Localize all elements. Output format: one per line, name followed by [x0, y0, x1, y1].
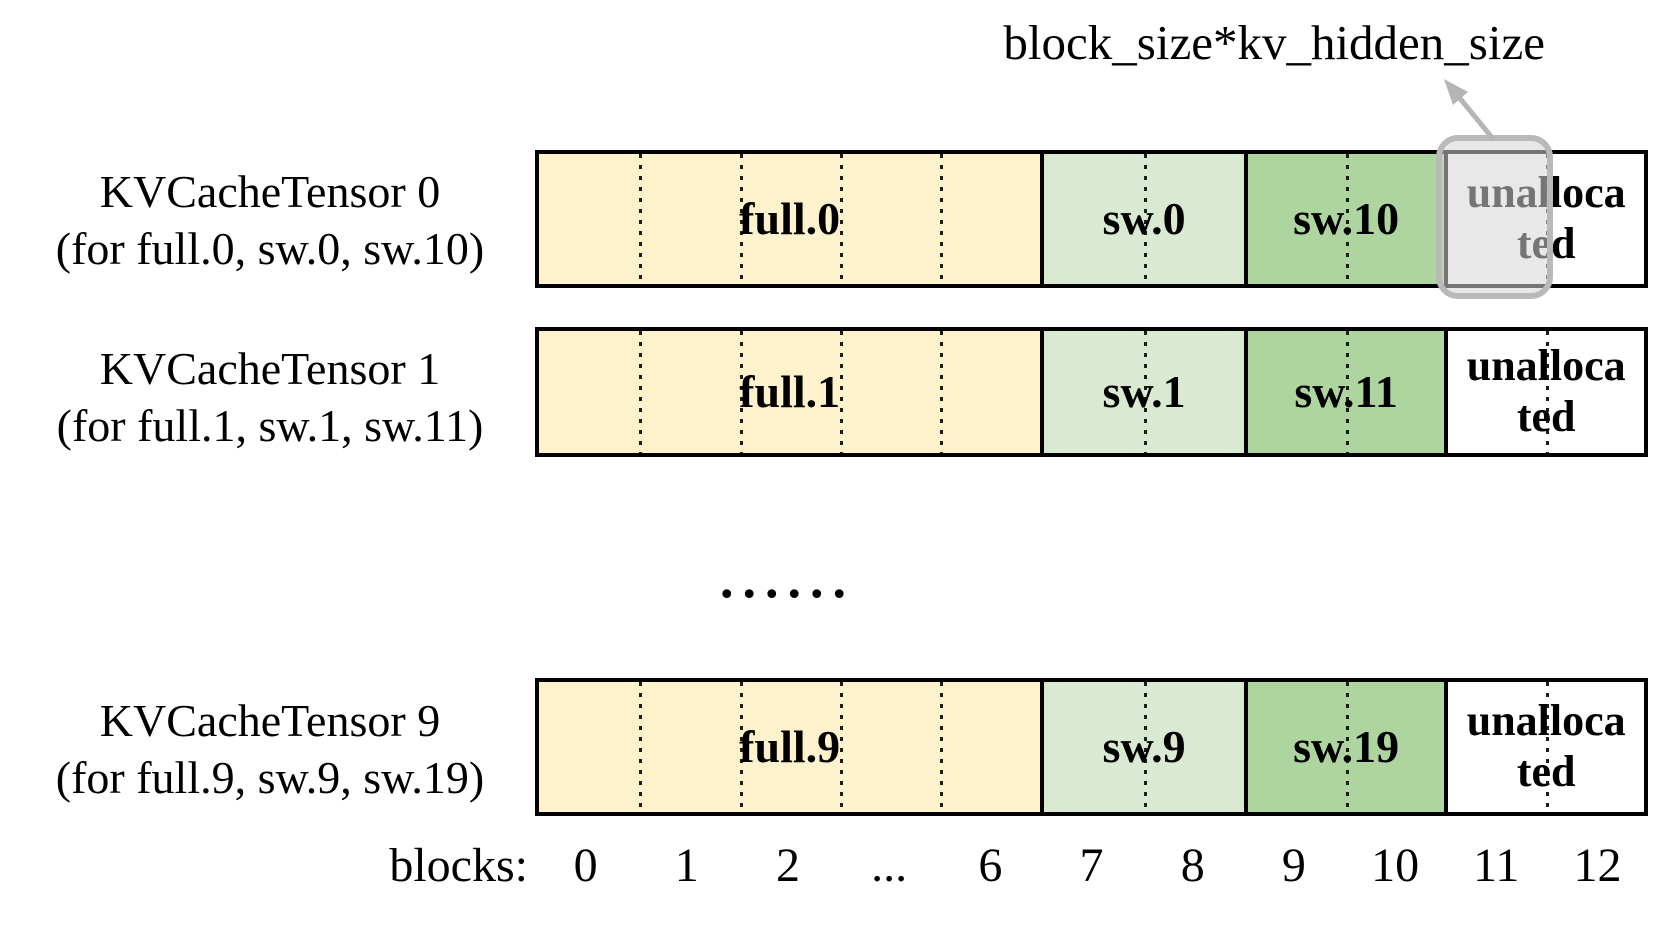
- block-cell: [539, 154, 639, 284]
- block-cell: [739, 331, 840, 453]
- block-cell: [839, 682, 941, 812]
- kv-cache-bar-1: full.1 sw.1 sw.11 unalloca ted: [535, 327, 1648, 457]
- tensor-1-subtitle: (for full.1, sw.1, sw.11): [56, 400, 484, 451]
- block-index-label: 7: [1079, 839, 1104, 892]
- block-cell: [639, 331, 740, 453]
- tensor-9-title: KVCacheTensor 9: [99, 695, 441, 746]
- section-unallocated-1: unalloca ted: [1444, 331, 1644, 453]
- block-cell: [639, 682, 740, 812]
- block-cell: [1248, 331, 1346, 453]
- block-cell: [739, 154, 840, 284]
- block-cell: [1044, 682, 1144, 812]
- kv-cache-bar-9: full.9 sw.9 sw.19 unalloca ted: [535, 678, 1648, 816]
- block-index-label: 1: [674, 839, 699, 892]
- section-full-1: full.1: [539, 331, 1041, 453]
- row-label-tensor-0: KVCacheTensor 0 (for full.0, sw.0, sw.10…: [10, 163, 530, 277]
- rows-ellipsis: ......: [720, 549, 855, 609]
- block-index-label: 8: [1180, 839, 1205, 892]
- block-cell: [1546, 331, 1644, 453]
- row-label-tensor-9: KVCacheTensor 9 (for full.9, sw.9, sw.19…: [10, 692, 530, 806]
- block-cell: [1144, 331, 1244, 453]
- row-label-tensor-1: KVCacheTensor 1 (for full.1, sw.1, sw.11…: [10, 340, 530, 454]
- block-cell: [1248, 154, 1346, 284]
- section-unallocated-9: unalloca ted: [1444, 682, 1644, 812]
- tensor-0-subtitle: (for full.0, sw.0, sw.10): [55, 223, 485, 274]
- block-index-label: 2: [775, 839, 800, 892]
- section-sw-1: sw.1: [1040, 331, 1244, 453]
- annotation-arrow-icon: [1444, 79, 1496, 142]
- block-index-label: 6: [978, 839, 1003, 892]
- section-sw-0: sw.0: [1040, 154, 1244, 284]
- block-cell: [1448, 682, 1546, 812]
- section-sw-9: sw.9: [1040, 682, 1244, 812]
- block-size-annotation: block_size*kv_hidden_size: [1003, 15, 1545, 70]
- block-index-label: 12: [1573, 839, 1622, 892]
- block-index-label: 0: [573, 839, 598, 892]
- block-cell: [1546, 682, 1644, 812]
- block-cell: [539, 331, 639, 453]
- block-cell: [739, 682, 840, 812]
- block-index-axis: 0 1 2 ... 6 7 8 9 10 11 12: [535, 838, 1648, 893]
- block-cell: [639, 154, 740, 284]
- block-cell: [839, 154, 941, 284]
- block-cell: [839, 331, 941, 453]
- block-cell: [940, 682, 1041, 812]
- tensor-9-subtitle: (for full.9, sw.9, sw.19): [55, 752, 485, 803]
- block-cell: [1546, 154, 1644, 284]
- section-sw19-9: sw.19: [1243, 682, 1445, 812]
- blocks-axis-label: blocks:: [389, 839, 528, 892]
- block-cell: [1448, 331, 1546, 453]
- block-index-label: 11: [1473, 839, 1520, 892]
- block-cell: [1044, 331, 1144, 453]
- block-cell: [940, 331, 1041, 453]
- section-sw11-1: sw.11: [1243, 331, 1445, 453]
- section-sw10-0: sw.10: [1243, 154, 1445, 284]
- tensor-1-title: KVCacheTensor 1: [99, 343, 441, 394]
- block-cell: [1144, 154, 1244, 284]
- section-full-0: full.0: [539, 154, 1041, 284]
- block-index-label: ...: [871, 839, 908, 892]
- block-cell: [1346, 331, 1445, 453]
- block-cell: [940, 154, 1041, 284]
- kv-cache-bar-0: full.0 sw.0 sw.10 unalloca ted: [535, 150, 1648, 288]
- block-index-label: 10: [1371, 839, 1420, 892]
- tensor-0-title: KVCacheTensor 0: [99, 166, 441, 217]
- block-cell: [539, 682, 639, 812]
- block-cell: [1346, 154, 1445, 284]
- block-cell: [1144, 682, 1244, 812]
- block-cell: [1346, 682, 1445, 812]
- section-full-9: full.9: [539, 682, 1041, 812]
- block-cell: [1248, 682, 1346, 812]
- block-cell: [1044, 154, 1144, 284]
- block-index-label: 9: [1281, 839, 1306, 892]
